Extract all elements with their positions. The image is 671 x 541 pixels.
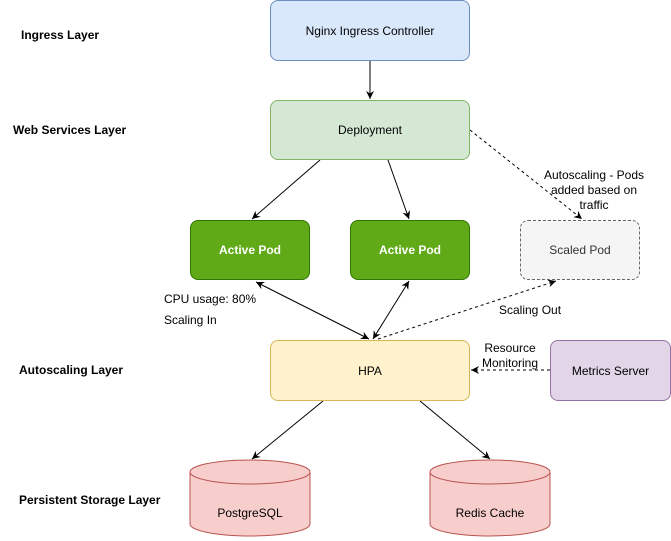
edge-pod2-hpa [372,280,410,340]
scaled-pod-node[interactable]: Scaled Pod [520,220,640,280]
active-pod-2-node[interactable]: Active Pod [350,220,470,280]
edge-pod1-hpa [255,281,370,340]
edge-deployment-to-pod1 [251,159,321,220]
resource-monitoring-label: Resource Monitoring [478,341,542,371]
resource-monitoring-line-1: Resource [484,341,536,355]
autoscaling-note: Autoscaling - Pods added based on traffi… [534,168,654,213]
cpu-usage-label: CPU usage: 80% [164,292,257,306]
postgresql-cylinder [189,459,311,537]
layer-label-storage: Persistent Storage Layer [19,493,161,507]
redis-label[interactable]: Redis Cache [455,506,525,520]
active-pod-1-node[interactable]: Active Pod [190,220,310,280]
layer-label-autoscaling: Autoscaling Layer [19,363,124,377]
edge-hpa-to-postgresql [251,400,324,460]
layer-label-web-services: Web Services Layer [13,123,127,137]
hpa-node[interactable]: HPA [270,340,470,401]
postgresql-label[interactable]: PostgreSQL [217,506,283,520]
autoscaling-note-line-3: traffic [579,198,609,212]
edge-hpa-to-scaled-pod [377,279,557,340]
ingress-controller-node[interactable]: Nginx Ingress Controller [270,0,470,61]
edge-deployment-to-pod2 [387,159,411,220]
resource-monitoring-line-2: Monitoring [481,356,539,370]
metrics-server-node[interactable]: Metrics Server [550,340,671,401]
layer-label-ingress: Ingress Layer [21,28,100,42]
scaling-out-label: Scaling Out [499,303,562,317]
redis-cylinder [429,459,551,537]
scaling-in-label: Scaling In [164,313,217,327]
autoscaling-note-line-1: Autoscaling - Pods [543,168,645,182]
edge-hpa-to-redis [419,400,491,460]
autoscaling-note-line-2: added based on [550,183,638,197]
deployment-node[interactable]: Deployment [270,100,470,160]
